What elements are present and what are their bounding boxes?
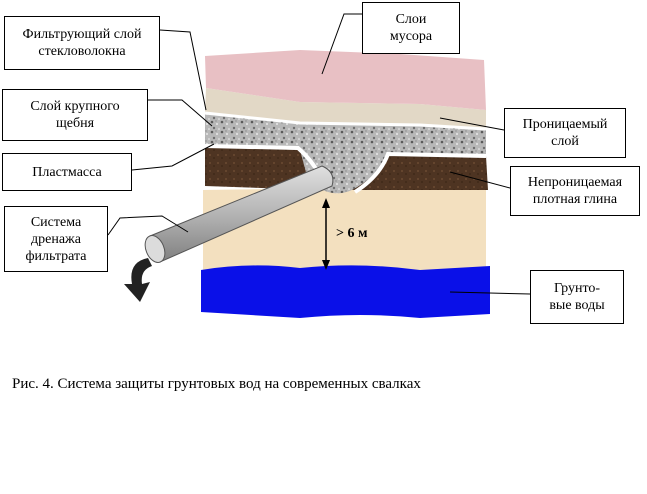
waste-layer [205, 50, 486, 110]
leader-permeable [439, 117, 505, 131]
leader-clay [449, 171, 511, 189]
leader-groundwater [449, 291, 531, 295]
fiberglass-filter [204, 111, 487, 131]
label-waste-layers: Слои мусора [362, 2, 460, 54]
label-plastic: Пластмасса [2, 153, 132, 191]
leader-filter [159, 29, 207, 111]
leader-plastic [131, 143, 215, 171]
clay-layer [205, 146, 488, 190]
label-groundwater: Грунто- вые воды [530, 270, 624, 324]
label-filter-layer: Фильтрующий слой стекловолокна [4, 16, 160, 70]
label-gravel-layer: Слой крупного щебня [2, 89, 148, 141]
leader-lines [107, 13, 531, 295]
label-clay-layer: Непроницаемая плотная глина [510, 166, 640, 216]
label-permeable-layer: Проницаемый слой [504, 108, 626, 158]
permeable-layer [205, 88, 486, 128]
leader-waste [321, 13, 362, 75]
gravel-layer [205, 112, 486, 194]
drainage-pipe [144, 165, 334, 263]
depth-arrow-head-bottom [322, 260, 330, 270]
figure-caption: Рис. 4. Система защиты грунтовых вод на … [12, 376, 421, 392]
leader-gravel [148, 99, 213, 127]
depth-arrow-head-top [322, 198, 330, 208]
groundwater-layer [201, 265, 490, 318]
leader-drainage [107, 215, 189, 236]
label-drainage: Система дренажа фильтрата [4, 206, 108, 272]
depth-label: > 6 м [336, 226, 368, 241]
outflow-arrow-icon [124, 258, 152, 302]
